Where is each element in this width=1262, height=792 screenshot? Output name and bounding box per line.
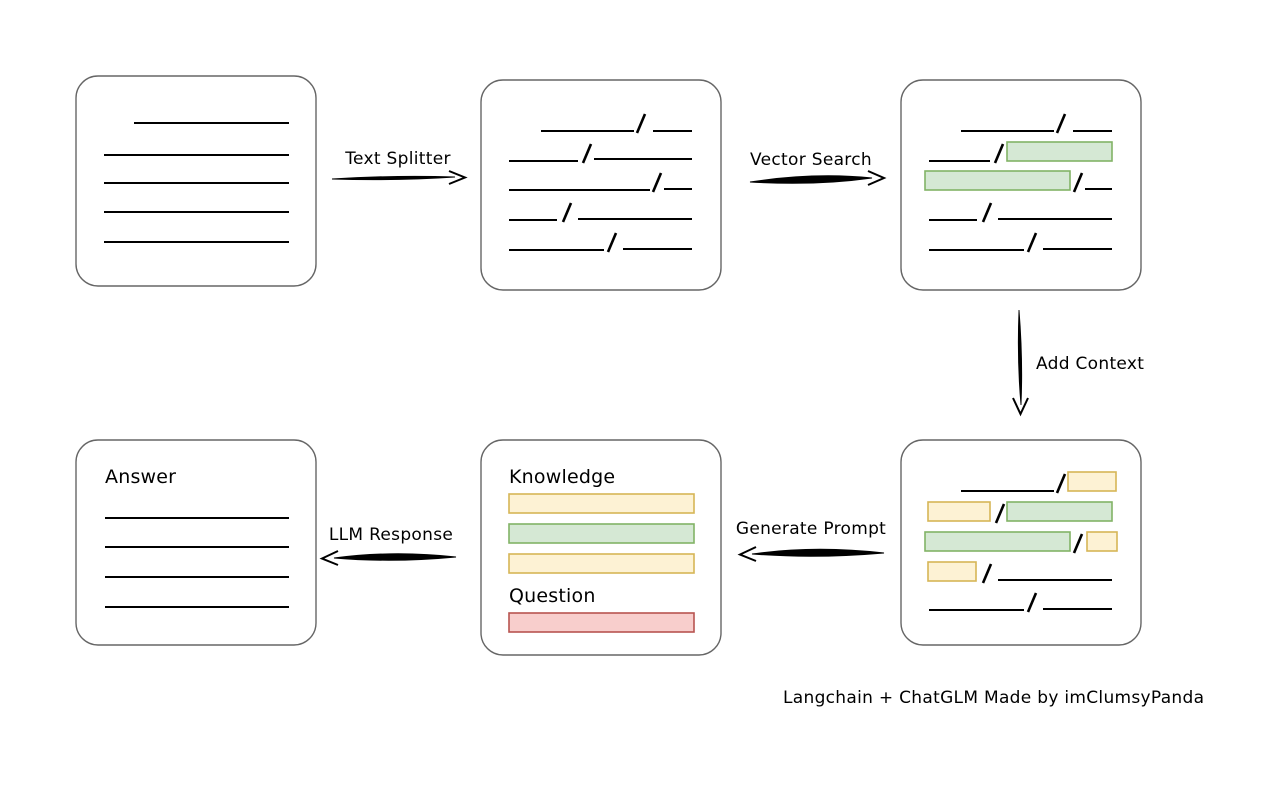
knowledge-chip-yellow [508, 493, 695, 514]
arrow-llm-response: LLM Response [319, 525, 457, 566]
chunk-chip-green [1006, 141, 1113, 162]
arrow-label-vector-search: Vector Search [750, 150, 872, 170]
chunk-slash [1055, 473, 1067, 494]
answer-heading: Answer [105, 466, 176, 488]
prompt-knowledge-heading: Knowledge [509, 466, 615, 488]
chunk-slash [606, 232, 618, 253]
box-content-lines [105, 516, 289, 609]
chunk-slash [1055, 113, 1067, 134]
chunk-slash [581, 143, 593, 164]
chunk-chip-yellow [927, 501, 991, 522]
box-source-document[interactable] [75, 75, 317, 287]
box-content-lines [924, 471, 1118, 613]
arrow-text-splitter: Text Splitter [331, 149, 468, 185]
box-outline [75, 439, 317, 646]
chunk-slash [1072, 533, 1084, 554]
chunk-slash [994, 503, 1006, 524]
chunk-slash [981, 202, 993, 223]
knowledge-chip-green [508, 523, 695, 544]
arrow-label-add-context: Add Context [1036, 354, 1144, 374]
box-content-lines [924, 113, 1113, 253]
chunk-slash [651, 172, 663, 193]
arrow-vector-search: Vector Search [749, 150, 887, 186]
prompt-question-heading: Question [509, 585, 596, 607]
box-answer[interactable]: Answer [75, 439, 317, 646]
chunk-slash [635, 113, 647, 134]
box-outline [480, 79, 722, 291]
box-content-lines [509, 113, 692, 253]
box-vector-matched-chunks[interactable] [900, 79, 1142, 291]
chunk-slash [1026, 592, 1038, 613]
chunk-slash [1026, 232, 1038, 253]
arrow-shaft [1017, 309, 1023, 406]
arrow-shaft [331, 175, 456, 181]
box-context-chunks[interactable] [900, 439, 1142, 646]
arrow-shaft [333, 553, 457, 561]
chunk-slash [1072, 172, 1084, 193]
question-chip-red [508, 612, 695, 633]
chunk-chip-green [1006, 501, 1113, 522]
arrow-head-icon [867, 170, 887, 186]
chunk-slash [993, 143, 1005, 164]
arrow-label-llm-response: LLM Response [329, 525, 453, 545]
chunk-slash [561, 202, 573, 223]
box-content-lines [104, 121, 289, 244]
arrow-generate-prompt: Generate Prompt [736, 519, 886, 562]
arrow-label-generate-prompt: Generate Prompt [736, 519, 886, 539]
arrow-add-context: Add Context [1012, 309, 1144, 417]
arrow-head-icon [448, 170, 468, 185]
arrow-head-icon [319, 550, 339, 566]
chunk-slash [981, 563, 993, 584]
arrow-head-icon [737, 546, 757, 562]
chunk-chip-yellow [1086, 531, 1118, 552]
chunk-chip-green [924, 170, 1071, 191]
footer-credit: Langchain + ChatGLM Made by imClumsyPand… [783, 688, 1204, 708]
arrow-shaft [749, 175, 873, 184]
box-prompt[interactable]: Knowledge Question [480, 439, 722, 656]
chunk-chip-yellow [1067, 471, 1117, 492]
chunk-chip-green [924, 531, 1071, 552]
chunk-chip-yellow [927, 561, 977, 582]
knowledge-chip-yellow [508, 553, 695, 574]
arrow-label-text-splitter: Text Splitter [344, 149, 451, 169]
box-split-chunks[interactable] [480, 79, 722, 291]
arrow-head-icon [1012, 397, 1029, 417]
box-outline [75, 75, 317, 287]
arrow-shaft [751, 548, 885, 557]
